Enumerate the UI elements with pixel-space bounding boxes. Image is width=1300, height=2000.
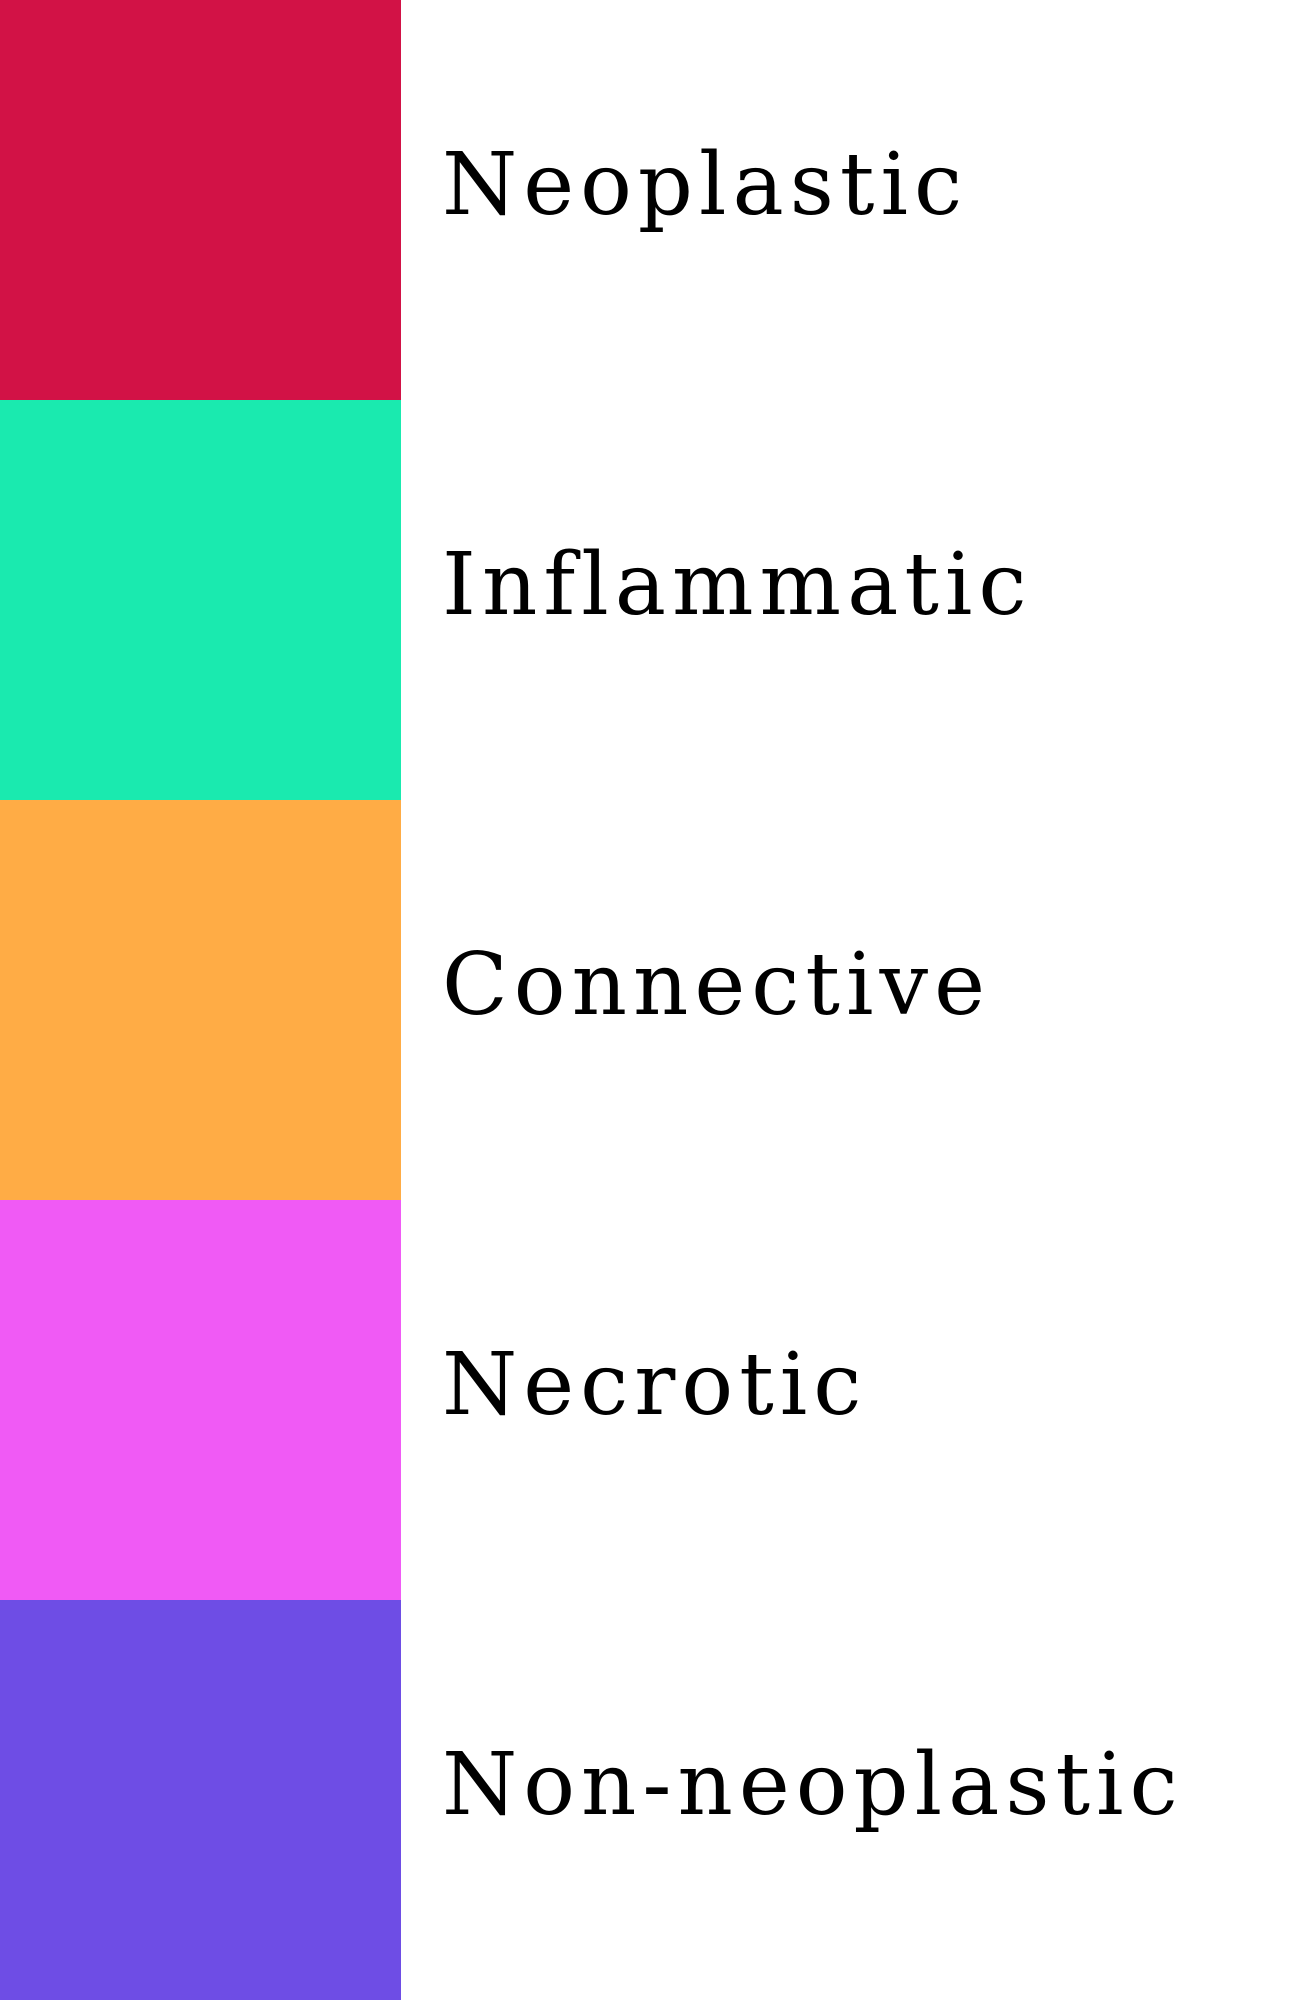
color-swatch [0,400,401,800]
legend-item-neoplastic: Neoplastic [0,0,1300,400]
color-swatch [0,1200,401,1600]
color-swatch [0,1600,401,2000]
legend-item-connective: Connective [0,800,1300,1200]
legend-label: Neoplastic [442,135,969,235]
legend-label: Necrotic [442,1335,868,1435]
color-swatch [0,0,401,400]
color-swatch [0,800,401,1200]
legend-item-necrotic: Necrotic [0,1200,1300,1600]
legend-item-inflammatic: Inflammatic [0,400,1300,800]
legend-label: Connective [442,935,991,1035]
legend-label: Non-neoplastic [442,1735,1184,1835]
legend-item-non-neoplastic: Non-neoplastic [0,1600,1300,2000]
legend-label: Inflammatic [442,535,1033,635]
